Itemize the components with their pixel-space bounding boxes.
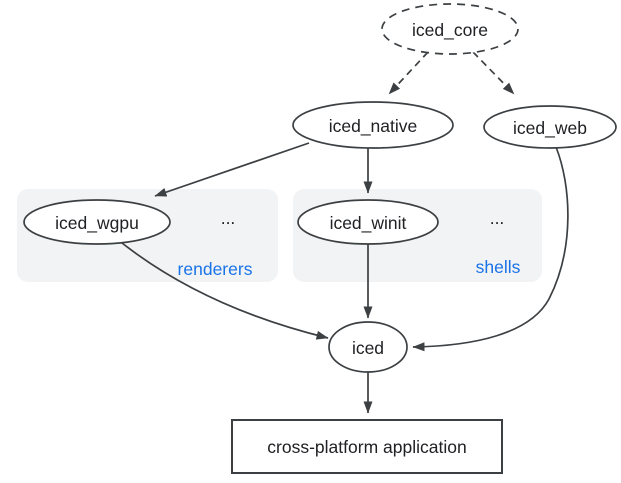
iced-native-label: iced_native [329, 116, 418, 137]
iced-node [328, 321, 408, 373]
edge-wgpu-to-iced [121, 242, 329, 340]
iced-wgpu-label: iced_wgpu [55, 213, 139, 234]
iced-winit-node [297, 199, 439, 245]
iced-native-node [292, 101, 454, 149]
edge-native-to-wgpu [154, 142, 310, 197]
edge-core-to-native [388, 51, 429, 95]
iced-label: iced [352, 338, 384, 358]
shells-group-label: shells [476, 257, 521, 277]
iced-web-node [483, 105, 617, 149]
edge-core-to-web [472, 51, 515, 95]
shells-ellipsis: ... [490, 208, 505, 228]
edge-web-to-iced [412, 146, 569, 352]
renderers-ellipsis: ... [221, 208, 236, 228]
iced-web-label: iced_web [513, 118, 587, 139]
iced-wgpu-node [23, 199, 171, 245]
iced-core-node [381, 3, 519, 55]
renderers-group-label: renderers [178, 259, 253, 279]
iced-core-label: iced_core [412, 20, 488, 41]
iced-winit-label: iced_winit [330, 213, 407, 234]
cross-platform-application-node [231, 419, 503, 474]
cross-platform-application-label: cross-platform application [267, 437, 466, 457]
